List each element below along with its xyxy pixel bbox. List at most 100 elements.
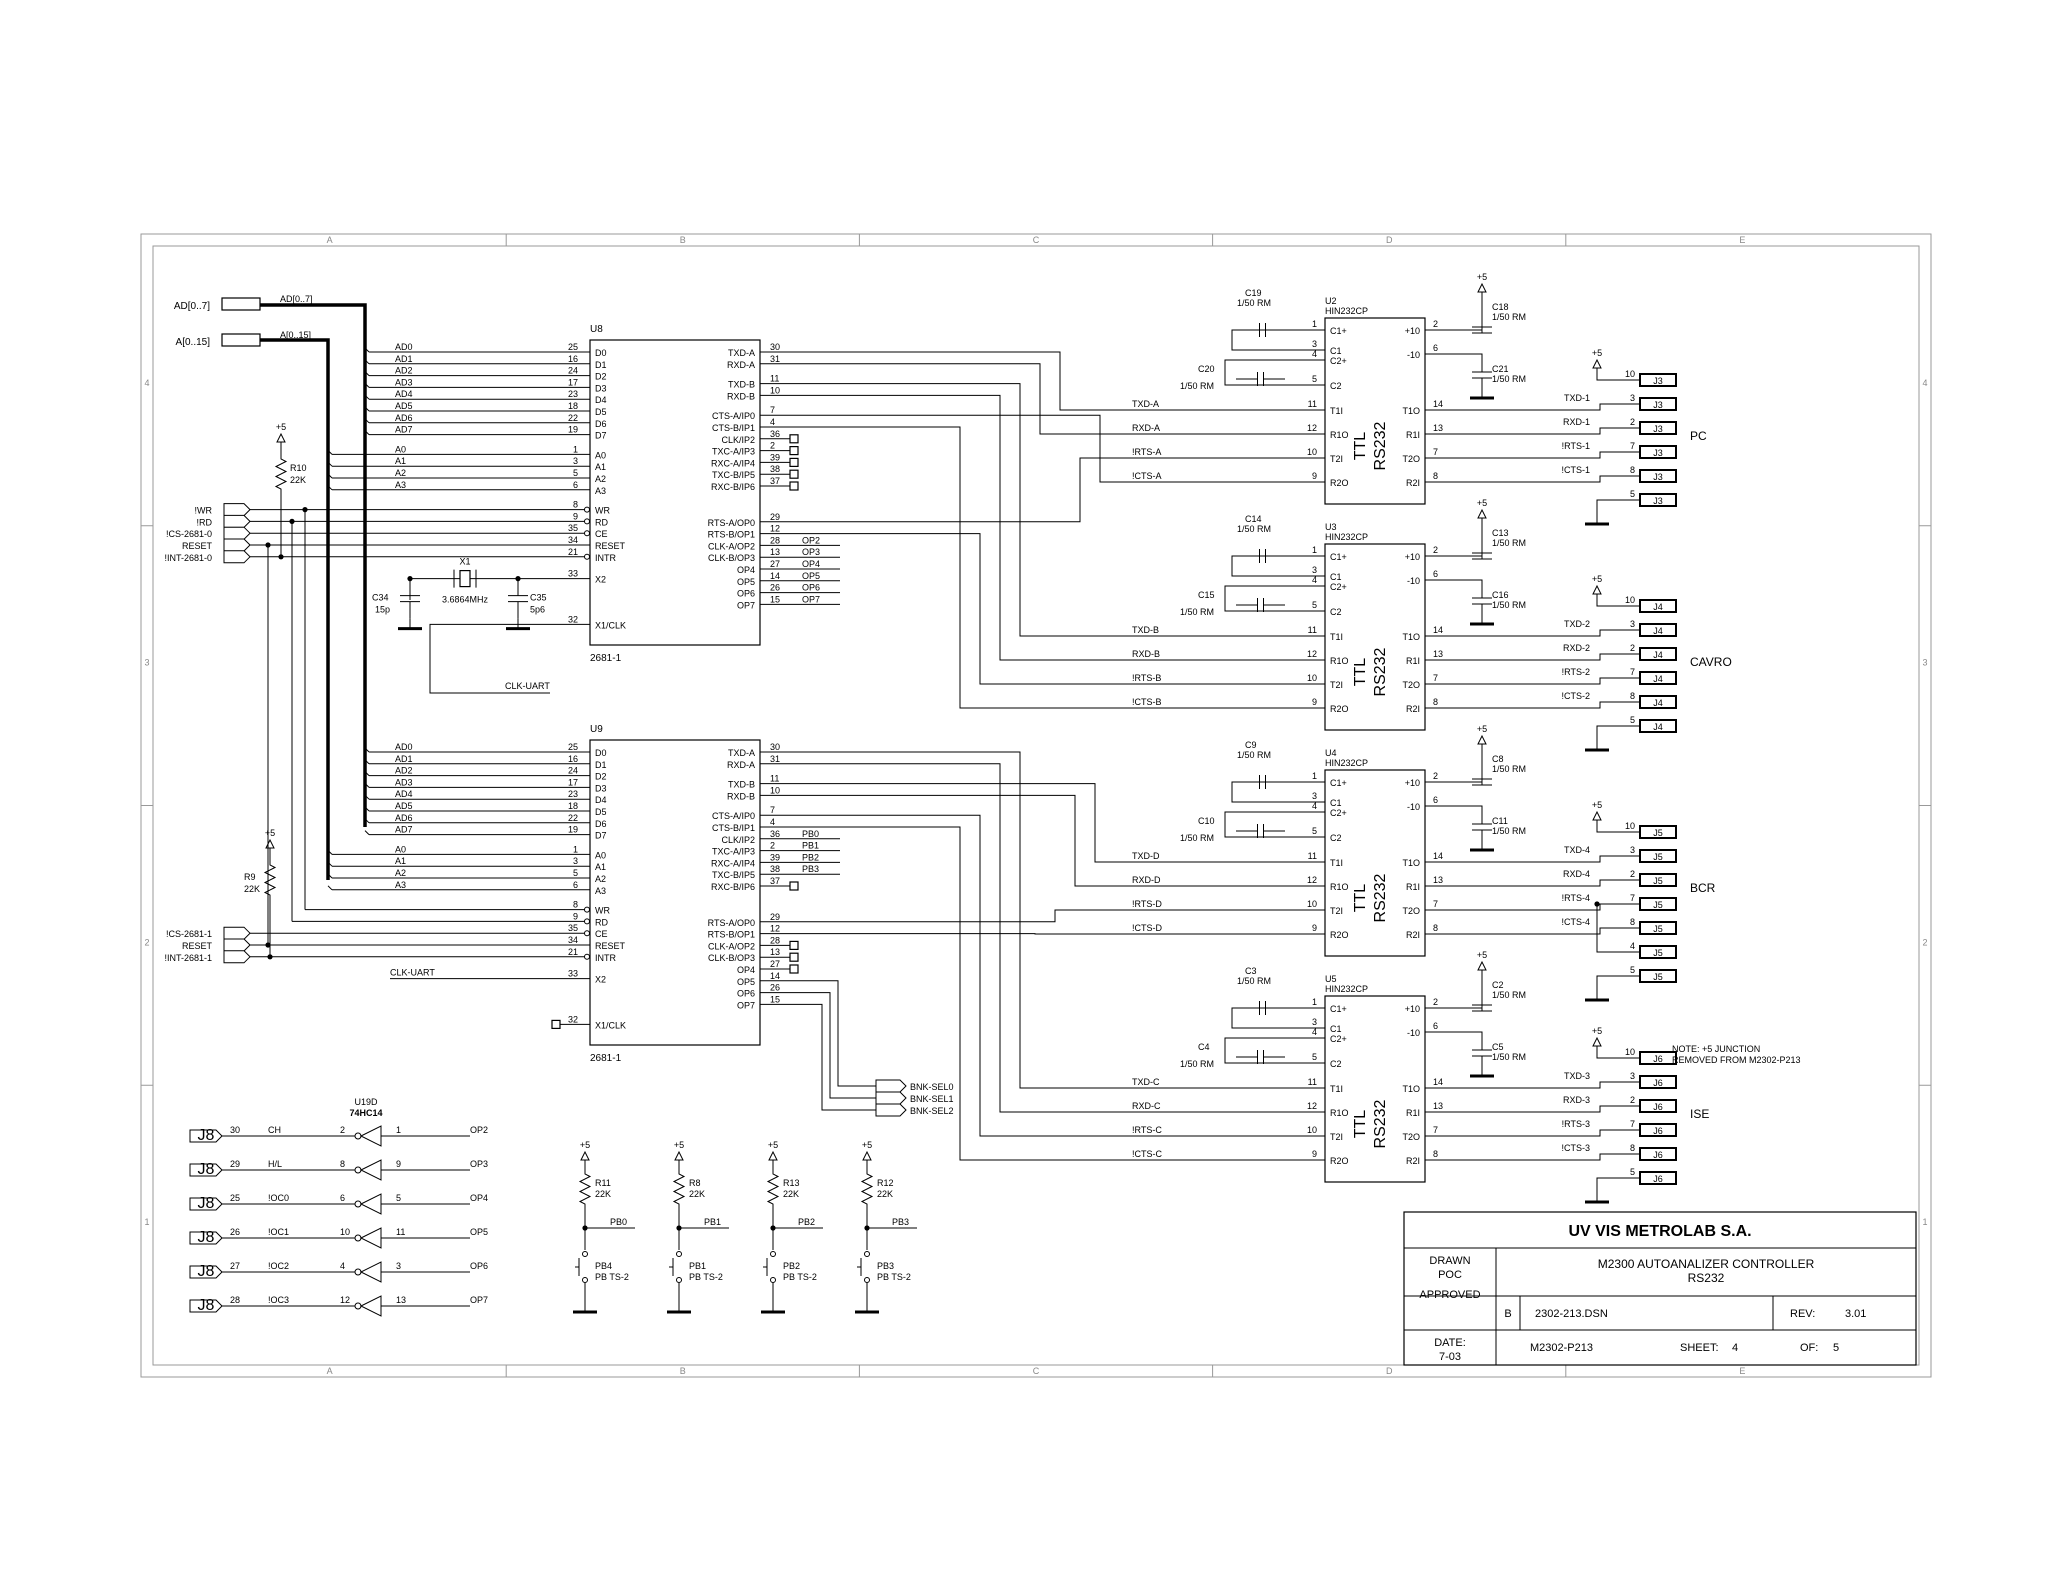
cap-ref: C19 — [1245, 288, 1262, 298]
pin-name: INTR — [595, 953, 616, 963]
power-label: +5 — [1592, 800, 1602, 810]
pin-number: 10 — [1625, 1047, 1635, 1057]
cap-ref: C5 — [1492, 1042, 1504, 1052]
pin-number: 5 — [1312, 374, 1317, 384]
connector-ref: J4 — [1653, 602, 1663, 612]
pin-name: OP7 — [737, 1000, 755, 1010]
power-label: +5 — [1477, 498, 1487, 508]
rs232-driver-u2: U2HIN232CP1C1+3C14C2+5C211T1I12R1O10T2I9… — [1110, 272, 1707, 526]
pin-name: T1I — [1330, 632, 1343, 642]
pin-number: 4 — [1630, 941, 1635, 951]
approved-label: APPROVED — [1419, 1289, 1480, 1301]
pin-number: 22 — [568, 813, 578, 823]
zone-label: E — [1739, 235, 1745, 245]
pin-number: 16 — [568, 354, 578, 364]
pin-number: 38 — [770, 464, 780, 474]
pin-name: CLK/IP2 — [721, 435, 755, 445]
cap-value: 1/50 RM — [1492, 312, 1526, 322]
resistor-value: 22K — [290, 475, 306, 485]
pin-number: 27 — [770, 959, 780, 969]
net-label: !RTS-C — [1132, 1125, 1162, 1135]
net-label: A3 — [395, 480, 406, 490]
pin-name: CE — [595, 929, 608, 939]
pin-number: 2 — [1630, 417, 1635, 427]
net-label: OP5 — [802, 571, 820, 581]
pin-name: C2+ — [1330, 582, 1347, 592]
pin-name: T2O — [1402, 906, 1420, 916]
zone-label: B — [680, 235, 686, 245]
pin-name: T2I — [1330, 454, 1343, 464]
pin-number: 11 — [1308, 399, 1317, 409]
pin-number: 3 — [1630, 845, 1635, 855]
net-label: !RTS-4 — [1562, 893, 1590, 903]
pin-number: 13 — [770, 547, 780, 557]
pin-number: 5 — [1630, 965, 1635, 975]
net-label: !OC2 — [268, 1261, 289, 1271]
net-label: !CTS-D — [1132, 923, 1162, 933]
pin-number: 4 — [770, 817, 775, 827]
pin-number: 4 — [1312, 575, 1317, 585]
connector-ref: J4 — [1653, 650, 1663, 660]
pin-number: 8 — [1630, 1143, 1635, 1153]
pin-number: 21 — [568, 547, 578, 557]
rev-label: REV: — [1790, 1308, 1815, 1320]
cap-ref: C16 — [1492, 590, 1509, 600]
connector-ref: J5 — [1653, 900, 1663, 910]
pin-name: A0 — [595, 450, 606, 460]
inverter-ref: U19D — [354, 1097, 378, 1107]
pin-name: TXC-B/IP5 — [712, 470, 755, 480]
pin-name: +10 — [1405, 1004, 1420, 1014]
net-label: !CTS-C — [1132, 1149, 1162, 1159]
pin-number: 10 — [1307, 447, 1317, 457]
connector-label: PC — [1690, 429, 1707, 443]
net-label: A0 — [395, 444, 406, 454]
connector-ref: J3 — [1653, 424, 1663, 434]
cap-ref: C35 — [530, 593, 547, 603]
pin-number: 39 — [770, 452, 780, 462]
pin-name: X1/CLK — [595, 1020, 626, 1030]
pin-number: 34 — [568, 535, 578, 545]
pin-number: 5 — [1312, 1052, 1317, 1062]
pin-name: C2 — [1330, 607, 1342, 617]
pin-name: A3 — [595, 886, 606, 896]
pin-number: 10 — [1307, 673, 1317, 683]
net-label: PB1 — [704, 1217, 721, 1227]
signal-port: !INT-2681-1 — [164, 953, 212, 963]
power-label: +5 — [1477, 950, 1487, 960]
net-label: PB0 — [610, 1217, 627, 1227]
pin-number: 6 — [1433, 569, 1438, 579]
pin-number: 15 — [770, 594, 780, 604]
connector-ref: J3 — [1653, 472, 1663, 482]
connector-label: ISE — [1690, 1107, 1709, 1121]
pin-number: 7 — [1630, 667, 1635, 677]
pin-number: 12 — [1307, 1101, 1317, 1111]
driver-inner-label: RS232 — [1372, 873, 1389, 922]
power-label: +5 — [1477, 272, 1487, 282]
pin-number: 21 — [568, 947, 578, 957]
pin-name: R1I — [1406, 656, 1420, 666]
pin-name: -10 — [1407, 1028, 1420, 1038]
resistor-value: 22K — [244, 884, 260, 894]
title-block: UV VIS METROLAB S.A.DRAWNPOCAPPROVEDM230… — [1403, 1211, 1917, 1366]
pin-name: WR — [595, 906, 610, 916]
drawn-by: POC — [1438, 1269, 1462, 1281]
net-label: RXD-1 — [1563, 417, 1590, 427]
pin-name: CTS-A/IP0 — [712, 811, 755, 821]
pin-name: RESET — [595, 541, 626, 551]
driver-part: HIN232CP — [1325, 532, 1368, 542]
driver-inner-label: TTL — [1352, 1110, 1369, 1139]
pin-number: 39 — [770, 852, 780, 862]
cap-value: 1/50 RM — [1237, 750, 1271, 760]
cap-ref: C21 — [1492, 364, 1509, 374]
pin-number: 29 — [230, 1159, 240, 1169]
pin-name: T2I — [1330, 680, 1343, 690]
pin-number: 32 — [568, 1014, 578, 1024]
pin-number: 35 — [568, 923, 578, 933]
pin-name: CTS-B/IP1 — [712, 423, 755, 433]
pin-number: 6 — [340, 1193, 345, 1203]
zone-label: 2 — [1922, 937, 1927, 947]
pin-number: 2 — [1433, 997, 1438, 1007]
net-label: !RTS-2 — [1562, 667, 1590, 677]
